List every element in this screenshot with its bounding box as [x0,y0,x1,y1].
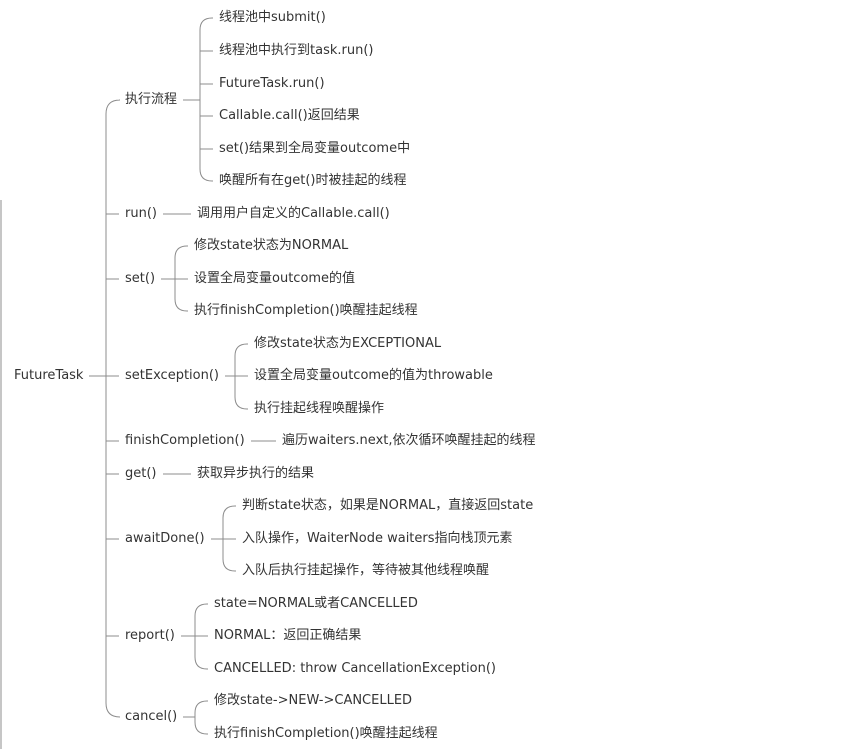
leaf-node-report-0[interactable]: state=NORMAL或者CANCELLED [214,596,418,611]
leaf-node-flow-4[interactable]: set()结果到全局变量outcome中 [219,141,411,156]
leaf-node-finishcompletion-0[interactable]: 遍历waiters.next,依次循环唤醒挂起的线程 [282,433,536,448]
branch-report-branch-0 [194,603,208,617]
branch-node-cancel[interactable]: cancel() [125,709,178,724]
branch-node-get[interactable]: get() [125,466,157,481]
leaf-node-flow-3[interactable]: Callable.call()返回结果 [219,108,360,123]
leaf-node-report-2[interactable]: CANCELLED: throw CancellationException() [214,661,496,676]
branch-cancel-branch-0 [194,700,208,714]
leaf-node-awaitdone-2[interactable]: 入队后执行挂起操作，等待被其他线程唤醒 [242,563,490,578]
root-branch-0 [105,99,121,115]
branch-setexception-branch-2 [234,396,248,410]
leaf-node-run-0[interactable]: 调用用户自定义的Callable.call() [197,206,390,221]
branch-node-finishcompletion[interactable]: finishCompletion() [125,433,245,448]
branch-node-report[interactable]: report() [125,628,175,643]
branch-flow-branch-0 [199,17,213,31]
leaf-node-flow-1[interactable]: 线程池中执行到task.run() [219,43,374,58]
leaf-node-flow-2[interactable]: FutureTask.run() [219,76,325,91]
leaf-node-cancel-1[interactable]: 执行finishCompletion()唤醒挂起线程 [214,726,438,741]
branch-set-branch-0 [174,245,188,259]
branch-awaitdone-branch-0 [222,505,236,519]
branch-awaitdone-branch-2 [222,558,236,572]
leaf-node-get-0[interactable]: 获取异步执行的结果 [197,466,315,481]
leaf-node-setexception-0[interactable]: 修改state状态为EXCEPTIONAL [254,336,442,351]
root-node-futuretask[interactable]: FutureTask [14,368,84,383]
leaf-node-set-1[interactable]: 设置全局变量outcome的值 [194,271,356,286]
branch-node-setexception[interactable]: setException() [125,368,219,383]
branch-node-flow[interactable]: 执行流程 [125,92,178,107]
leaf-node-awaitdone-1[interactable]: 入队操作，WaiterNode waiters指向栈顶元素 [242,531,513,546]
branch-node-set[interactable]: set() [125,271,156,286]
branch-node-awaitdone[interactable]: awaitDone() [125,531,205,546]
leaf-node-set-2[interactable]: 执行finishCompletion()唤醒挂起线程 [194,303,418,318]
leaf-node-awaitdone-0[interactable]: 判断state状态，如果是NORMAL，直接返回state [242,498,534,513]
leaf-node-cancel-0[interactable]: 修改state->NEW->CANCELLED [214,693,413,708]
branch-set-branch-2 [174,298,188,312]
leaf-node-setexception-1[interactable]: 设置全局变量outcome的值为throwable [254,368,493,383]
leaf-node-report-1[interactable]: NORMAL：返回正确结果 [214,628,362,643]
leaf-node-flow-0[interactable]: 线程池中submit() [219,10,326,25]
branch-flow-branch-5 [199,168,213,182]
branch-report-branch-2 [194,656,208,670]
root-branch-8 [105,702,121,718]
leaf-node-flow-5[interactable]: 唤醒所有在get()时被挂起的线程 [219,173,407,188]
branch-node-run[interactable]: run() [125,206,157,221]
branch-cancel-branch-1 [194,721,208,735]
branch-setexception-branch-0 [234,343,248,357]
leaf-node-set-0[interactable]: 修改state状态为NORMAL [194,238,349,253]
leaf-node-setexception-2[interactable]: 执行挂起线程唤醒操作 [254,401,385,416]
